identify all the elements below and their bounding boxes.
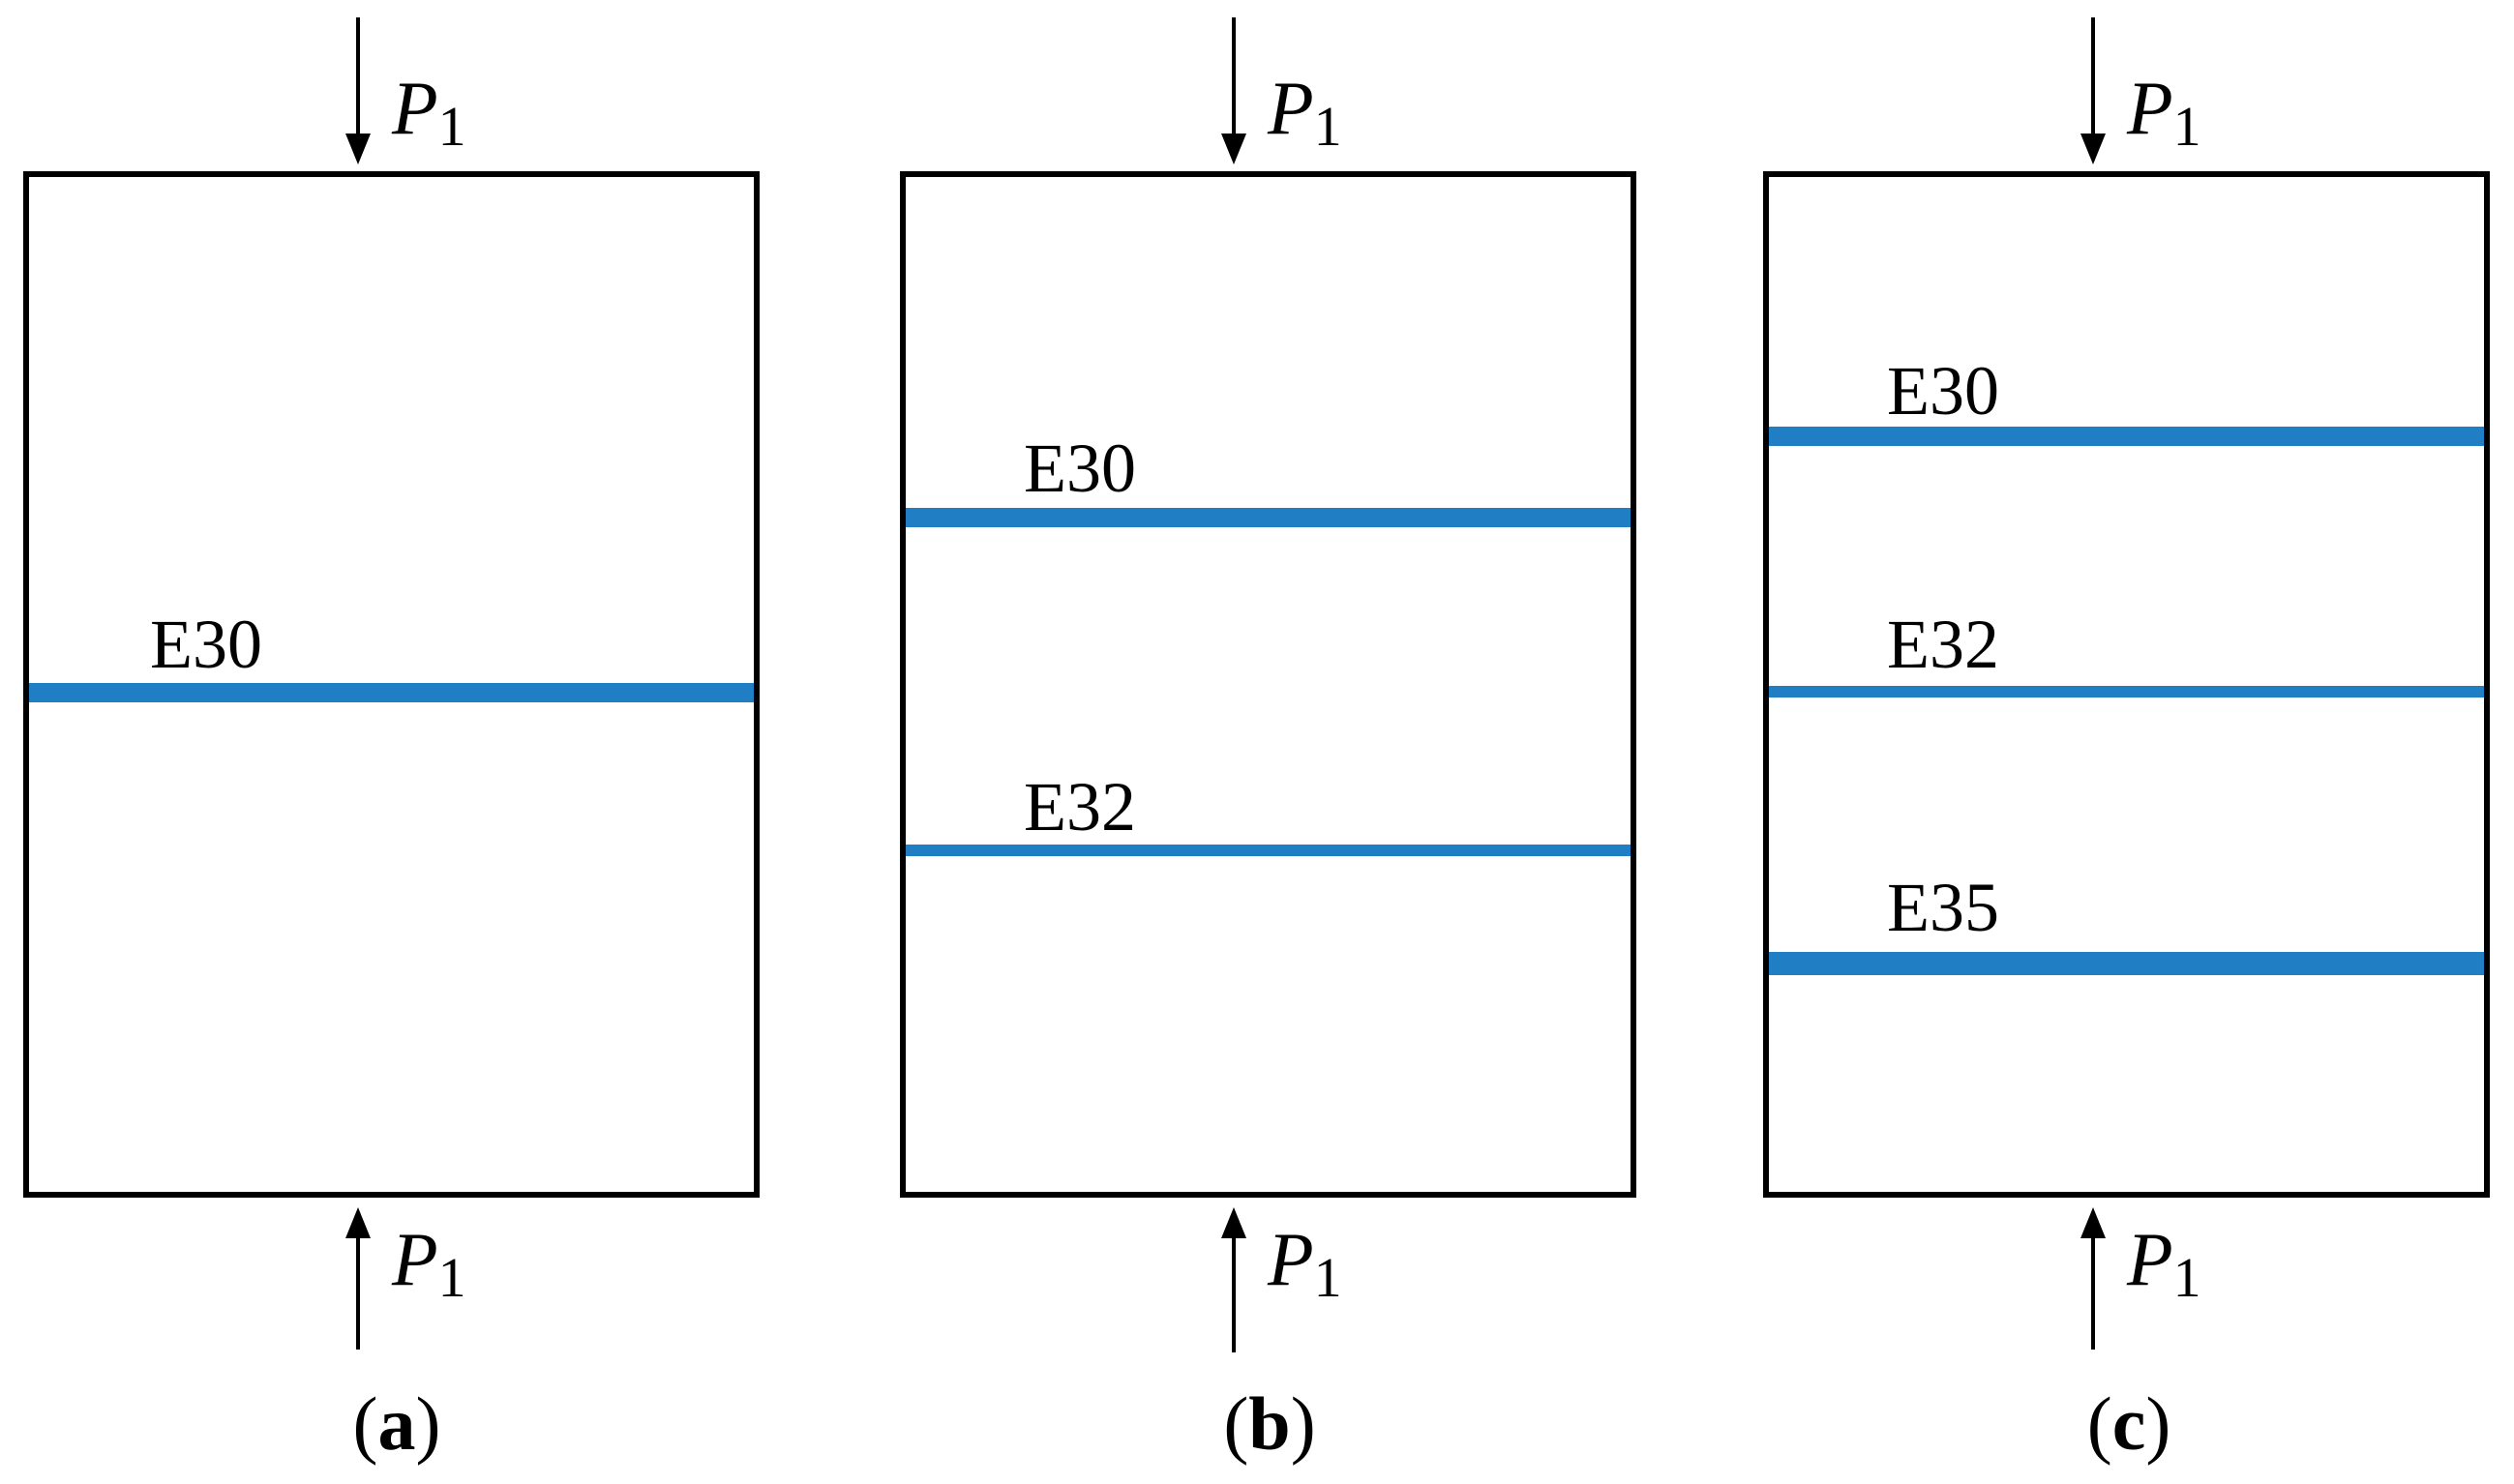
layer-bar — [29, 683, 754, 702]
load-label-top-a: P1 — [391, 66, 466, 158]
panel-a: E30 P1 P1 (a) — [23, 17, 760, 1466]
layer-b-e32: E32 — [906, 768, 1631, 856]
layer-bar — [906, 508, 1631, 527]
arrow-down-icon — [345, 134, 371, 164]
layer-a-e30: E30 — [29, 606, 754, 702]
layer-b-e30: E30 — [906, 430, 1631, 527]
layer-bar — [1769, 686, 2484, 697]
layer-label: E35 — [1887, 869, 1999, 946]
layer-label: E30 — [1024, 430, 1136, 507]
layer-bar — [906, 845, 1631, 856]
layer-label: E32 — [1887, 606, 1999, 683]
load-label-top-c: P1 — [2126, 66, 2201, 158]
caption-b: (b) — [1223, 1381, 1315, 1466]
layer-bar — [1769, 427, 2484, 446]
bottom-load-arrow-c: P1 — [2080, 1207, 2201, 1350]
layer-c-e35: E35 — [1769, 869, 2484, 975]
load-label-bottom-c: P1 — [2126, 1217, 2201, 1309]
layer-c-e30: E30 — [1769, 352, 2484, 446]
load-label-top-b: P1 — [1267, 66, 1342, 158]
arrow-up-icon — [2080, 1207, 2106, 1238]
specimen-box-a — [23, 171, 760, 1198]
arrow-down-icon — [2080, 134, 2106, 164]
arrow-down-icon — [1221, 134, 1246, 164]
panel-b: E30 E32 P1 P1 (b) — [900, 17, 1636, 1466]
layer-label: E30 — [150, 606, 262, 683]
bottom-load-arrow-a: P1 — [345, 1207, 466, 1350]
layer-label: E30 — [1887, 352, 1999, 430]
bottom-load-arrow-b: P1 — [1221, 1207, 1342, 1352]
top-load-arrow-a: P1 — [345, 17, 466, 164]
top-load-arrow-b: P1 — [1221, 17, 1342, 164]
load-label-bottom-a: P1 — [391, 1217, 466, 1309]
caption-a: (a) — [353, 1381, 441, 1466]
layer-label: E32 — [1024, 768, 1136, 846]
arrow-up-icon — [1221, 1207, 1246, 1238]
arrow-up-icon — [345, 1207, 371, 1238]
caption-c: (c) — [2087, 1381, 2171, 1466]
load-label-bottom-b: P1 — [1267, 1217, 1342, 1309]
panel-c: E30 E32 E35 P1 P1 (c) — [1763, 17, 2490, 1466]
specimen-box-b — [900, 171, 1636, 1198]
top-load-arrow-c: P1 — [2080, 17, 2201, 164]
specimen-box-c — [1763, 171, 2490, 1198]
layer-c-e32: E32 — [1769, 606, 2484, 697]
layer-bar — [1769, 952, 2484, 975]
